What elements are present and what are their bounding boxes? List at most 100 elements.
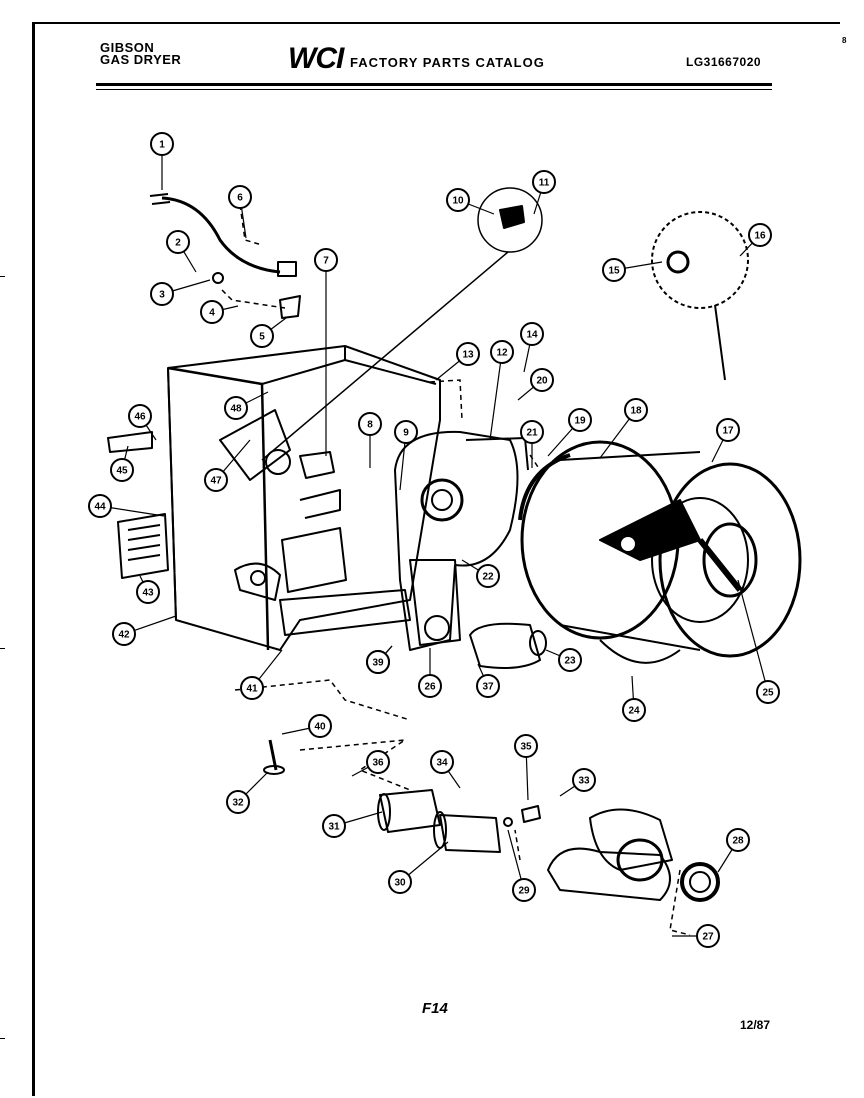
callout-16: 16: [739, 223, 772, 257]
callout-number: 44: [94, 502, 106, 513]
header-rule-thin: [96, 89, 772, 90]
callout-39: 39: [366, 645, 393, 674]
callout-number: 11: [539, 178, 550, 189]
callout-number: 17: [722, 426, 734, 437]
callout-20: 20: [517, 368, 554, 401]
callout-bubble: [88, 494, 112, 518]
callout-number: 33: [578, 776, 590, 787]
revision-date: 12/87: [740, 1018, 771, 1032]
callout-bubble: [532, 170, 556, 194]
callout-bubble: [240, 676, 264, 700]
callout-27: 27: [672, 924, 720, 948]
callout-number: 43: [142, 588, 154, 599]
callout-number: 31: [328, 822, 340, 833]
callout-24: 24: [622, 675, 646, 722]
callout-bubble: [226, 790, 250, 814]
callout-36: 36: [351, 750, 390, 777]
callout-47: 47: [204, 439, 251, 492]
callout-number: 19: [574, 416, 586, 427]
callout-6: 6: [228, 185, 252, 239]
callout-bubble: [624, 398, 648, 422]
callout-42: 42: [112, 615, 177, 646]
callout-number: 45: [116, 466, 128, 477]
callout-number: 23: [564, 656, 576, 667]
callout-number: 9: [403, 428, 409, 439]
callout-bubble: [394, 420, 418, 444]
callout-bubble: [490, 340, 514, 364]
figure-label: F14: [422, 1000, 448, 1017]
wci-logo: WCI: [288, 42, 344, 75]
catalog-title: FACTORY PARTS CATALOG: [350, 55, 545, 70]
callout-7: 7: [314, 248, 338, 456]
callout-bubble: [322, 814, 346, 838]
callout-number: 10: [452, 196, 464, 207]
callout-bubble: [366, 750, 390, 774]
callout-number: 24: [628, 706, 640, 717]
callout-19: 19: [547, 408, 592, 457]
callout-bubble: [512, 878, 536, 902]
callout-number: 20: [536, 376, 548, 387]
callout-bubble: [358, 412, 382, 436]
leader-line: [737, 579, 769, 693]
callout-8: 8: [358, 412, 382, 468]
callout-bubble: [200, 300, 224, 324]
callout-bubble: [430, 750, 454, 774]
callout-number: 35: [520, 742, 532, 753]
callout-23: 23: [545, 648, 582, 672]
corner-mark: 8: [842, 36, 847, 45]
callout-number: 6: [237, 193, 243, 204]
callout-bubble: [514, 734, 538, 758]
callout-45: 45: [110, 445, 134, 482]
callout-40: 40: [281, 714, 332, 738]
callout-29: 29: [507, 829, 536, 902]
callout-bubble: [476, 674, 500, 698]
callout-bubble: [696, 924, 720, 948]
callout-2: 2: [166, 230, 197, 273]
callout-35: 35: [514, 734, 538, 801]
callout-number: 47: [210, 476, 222, 487]
scan-edge-mark: [0, 648, 5, 649]
callout-number: 1: [159, 140, 165, 151]
product-type: GAS DRYER: [100, 52, 182, 67]
callout-21: 21: [520, 420, 544, 468]
callout-bubble: [572, 768, 596, 792]
callout-13: 13: [435, 342, 480, 381]
callout-number: 18: [630, 406, 642, 417]
callout-41: 41: [240, 649, 283, 700]
scan-edge-mark: [0, 276, 5, 277]
callout-bubble: [366, 650, 390, 674]
callout-bubble: [520, 322, 544, 346]
scan-edge-mark: [0, 1038, 5, 1039]
callout-number: 29: [518, 886, 530, 897]
callout-number: 36: [372, 758, 384, 769]
callout-number: 42: [118, 630, 130, 641]
callout-number: 15: [608, 266, 620, 277]
cabinet-drawing: [107, 187, 802, 902]
callout-26: 26: [418, 648, 442, 698]
callout-9: 9: [394, 420, 418, 491]
callout-bubble: [308, 714, 332, 738]
callout-number: 41: [246, 684, 258, 695]
callout-number: 12: [496, 348, 508, 359]
callout-bubble: [456, 342, 480, 366]
callout-number: 34: [436, 758, 448, 769]
callout-bubble: [110, 458, 134, 482]
exploded-guide-lines: [221, 204, 691, 936]
callout-number: 22: [482, 572, 494, 583]
callout-bubble: [150, 132, 174, 156]
callout-number: 3: [159, 290, 165, 301]
callout-46: 46: [128, 404, 157, 441]
callout-bubble: [530, 368, 554, 392]
callout-bubble: [388, 870, 412, 894]
model-number: LG31667020: [686, 55, 762, 69]
callout-number: 7: [323, 256, 329, 267]
callout-bubble: [112, 622, 136, 646]
callout-22: 22: [461, 559, 500, 588]
callout-number: 40: [314, 722, 326, 733]
callout-bubble: [622, 698, 646, 722]
callout-33: 33: [559, 768, 596, 797]
callout-bubble: [756, 680, 780, 704]
callout-bubble: [314, 248, 338, 272]
callout-number: 16: [754, 231, 766, 242]
